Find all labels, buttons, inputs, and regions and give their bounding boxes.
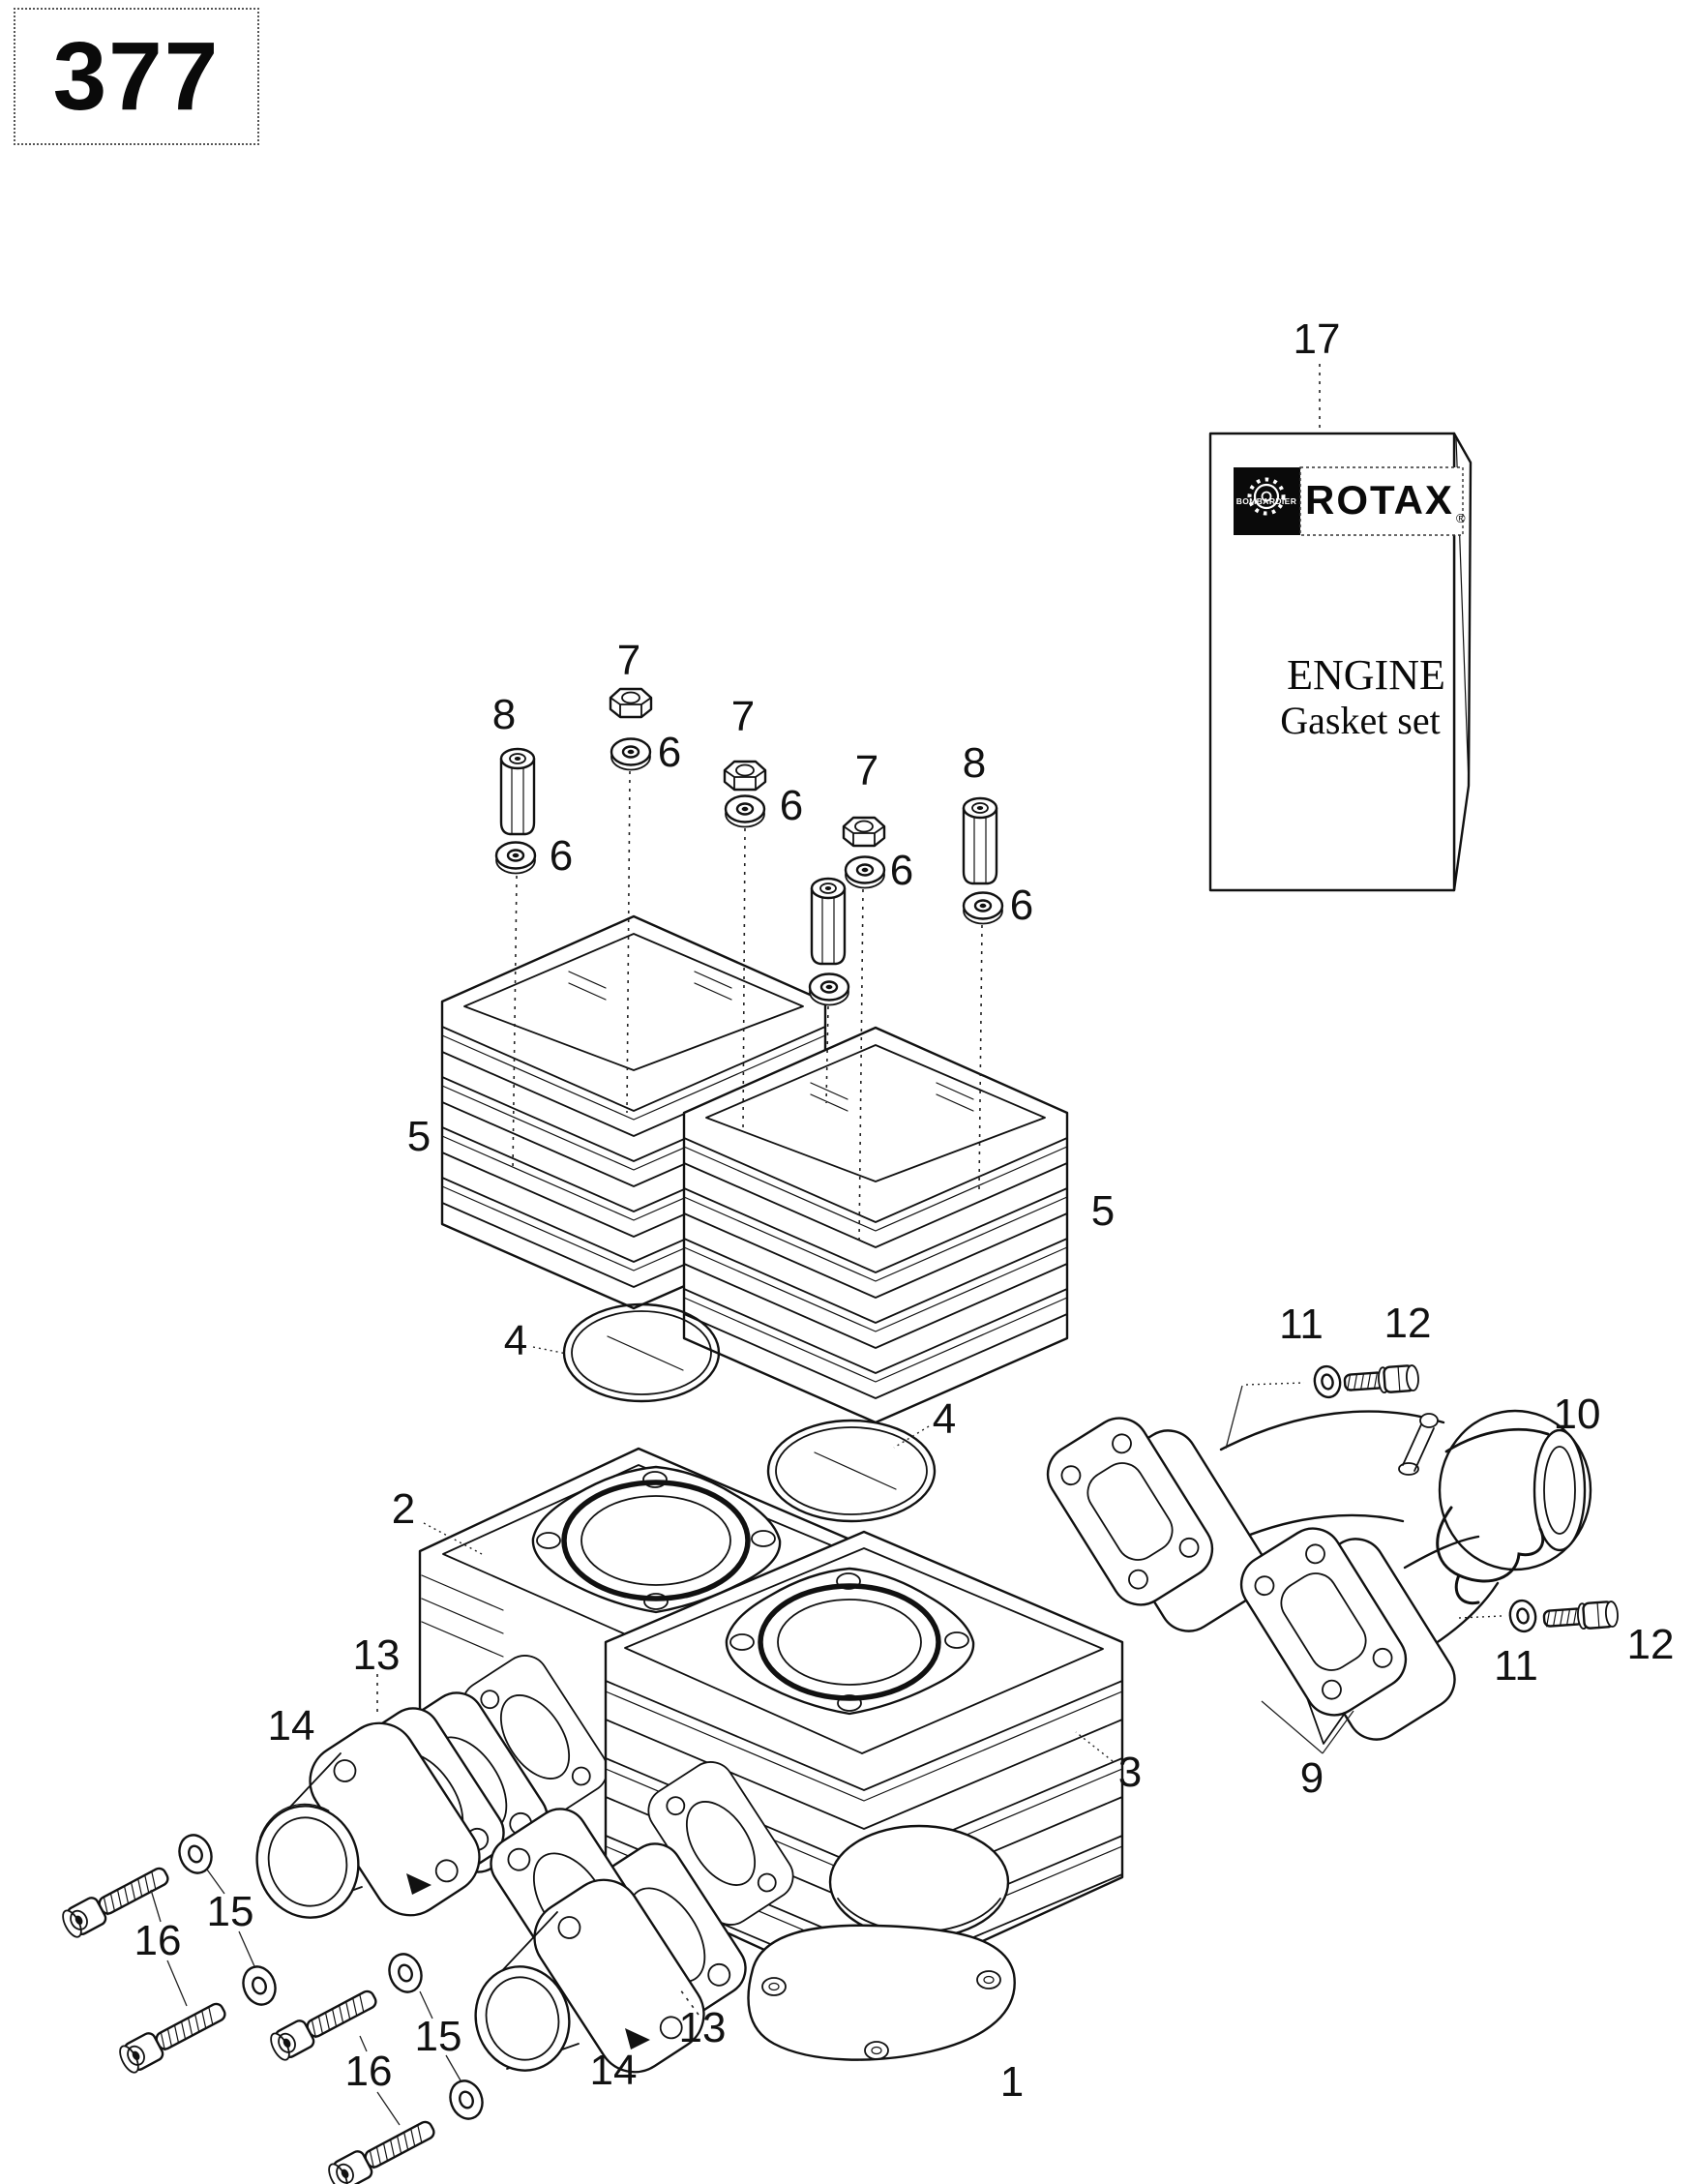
callout-7: 7: [616, 637, 641, 684]
gear-icon: [1247, 477, 1286, 516]
intake-socket-left-art: [255, 1708, 495, 1930]
callout-17: 17: [1293, 315, 1341, 363]
callout-14: 14: [267, 1702, 315, 1750]
callout-15: 15: [414, 2013, 462, 2060]
base-gasket-art: [747, 1924, 1016, 2061]
spacer-icon: [499, 747, 536, 836]
hex-nut-icon: [723, 760, 767, 792]
callout-10: 10: [1553, 1391, 1601, 1438]
socket-bolts-washers-art: [58, 1829, 490, 2184]
callout-6: 6: [889, 847, 914, 894]
washer-icon: [724, 794, 766, 828]
hex-nut-icon: [842, 816, 886, 848]
washer-icon: [610, 737, 652, 771]
callout-9: 9: [1299, 1754, 1324, 1802]
head-fasteners-art: [494, 687, 1004, 1244]
callout-12: 12: [1384, 1300, 1432, 1347]
head-gasket-right-art: [725, 1567, 975, 1716]
callout-6: 6: [779, 782, 804, 829]
callout-16: 16: [344, 2048, 393, 2095]
model-badge: 377: [14, 8, 259, 145]
callout-1: 1: [999, 2058, 1025, 2106]
callout-3: 3: [1117, 1749, 1143, 1796]
gasket-kit-bag-art: BOMBARDIER ROTAX ® ENGINE Gasket set: [1208, 364, 1473, 892]
stud-leader-lines: [512, 770, 983, 1244]
callout-11: 11: [1494, 1642, 1538, 1690]
kit-label-line1: ENGINE: [1287, 651, 1445, 699]
callout-13: 13: [352, 1631, 401, 1679]
callout-2: 2: [391, 1485, 416, 1533]
spacer-icon: [810, 877, 847, 966]
rotax-logo-text: ROTAX: [1305, 477, 1454, 523]
callout-6: 6: [1009, 882, 1034, 929]
callout-8: 8: [962, 739, 987, 787]
callout-8: 8: [491, 691, 517, 738]
cylinder-head-right-art: [682, 1026, 1069, 1424]
callout-16: 16: [134, 1917, 182, 1964]
spring-clip-icon: [1436, 1427, 1550, 1605]
bombardier-logo-text: BOMBARDIER: [1236, 496, 1297, 506]
rotax-logo-box: [1299, 466, 1464, 536]
washer-icon: [494, 841, 537, 875]
washer-icon: [962, 891, 1004, 925]
callout-4: 4: [932, 1395, 957, 1443]
o-ring-right-art: [766, 1419, 937, 1523]
callout-7: 7: [730, 693, 756, 740]
intake-socket-right-art: [474, 1865, 720, 2087]
cylinder-spigot: [828, 1824, 1010, 1940]
misc-leader-lines: [376, 1522, 1114, 2016]
callout-6: 6: [657, 729, 682, 776]
leader-9: [1261, 1700, 1354, 1754]
callout-13: 13: [678, 2004, 727, 2051]
primer-pin-icon: [1398, 1413, 1439, 1476]
head-gasket-left-art: [531, 1465, 782, 1614]
intake-manifold-art: [1035, 1362, 1621, 1754]
clamp-screw-arrow-icon: [625, 2028, 650, 2049]
callout-5: 5: [406, 1113, 431, 1160]
callout-4: 4: [503, 1317, 528, 1364]
washer-icon: [844, 855, 886, 889]
o-ring-left-art: [532, 1302, 721, 1403]
spacer-icon: [962, 796, 998, 885]
callout-14: 14: [589, 2047, 638, 2094]
callout-7: 7: [854, 747, 879, 794]
washer-icon: [808, 972, 850, 1006]
callout-12: 12: [1626, 1621, 1675, 1668]
kit-label-line2: Gasket set: [1280, 699, 1441, 742]
callout-6: 6: [549, 832, 574, 880]
clamp-screw-arrow-icon: [406, 1873, 431, 1895]
registered-mark: ®: [1456, 511, 1466, 525]
callout-11: 11: [1279, 1301, 1324, 1348]
model-number: 377: [52, 21, 221, 131]
callout-15: 15: [206, 1888, 254, 1935]
callout-5: 5: [1090, 1187, 1116, 1235]
hex-nut-icon: [609, 687, 653, 719]
